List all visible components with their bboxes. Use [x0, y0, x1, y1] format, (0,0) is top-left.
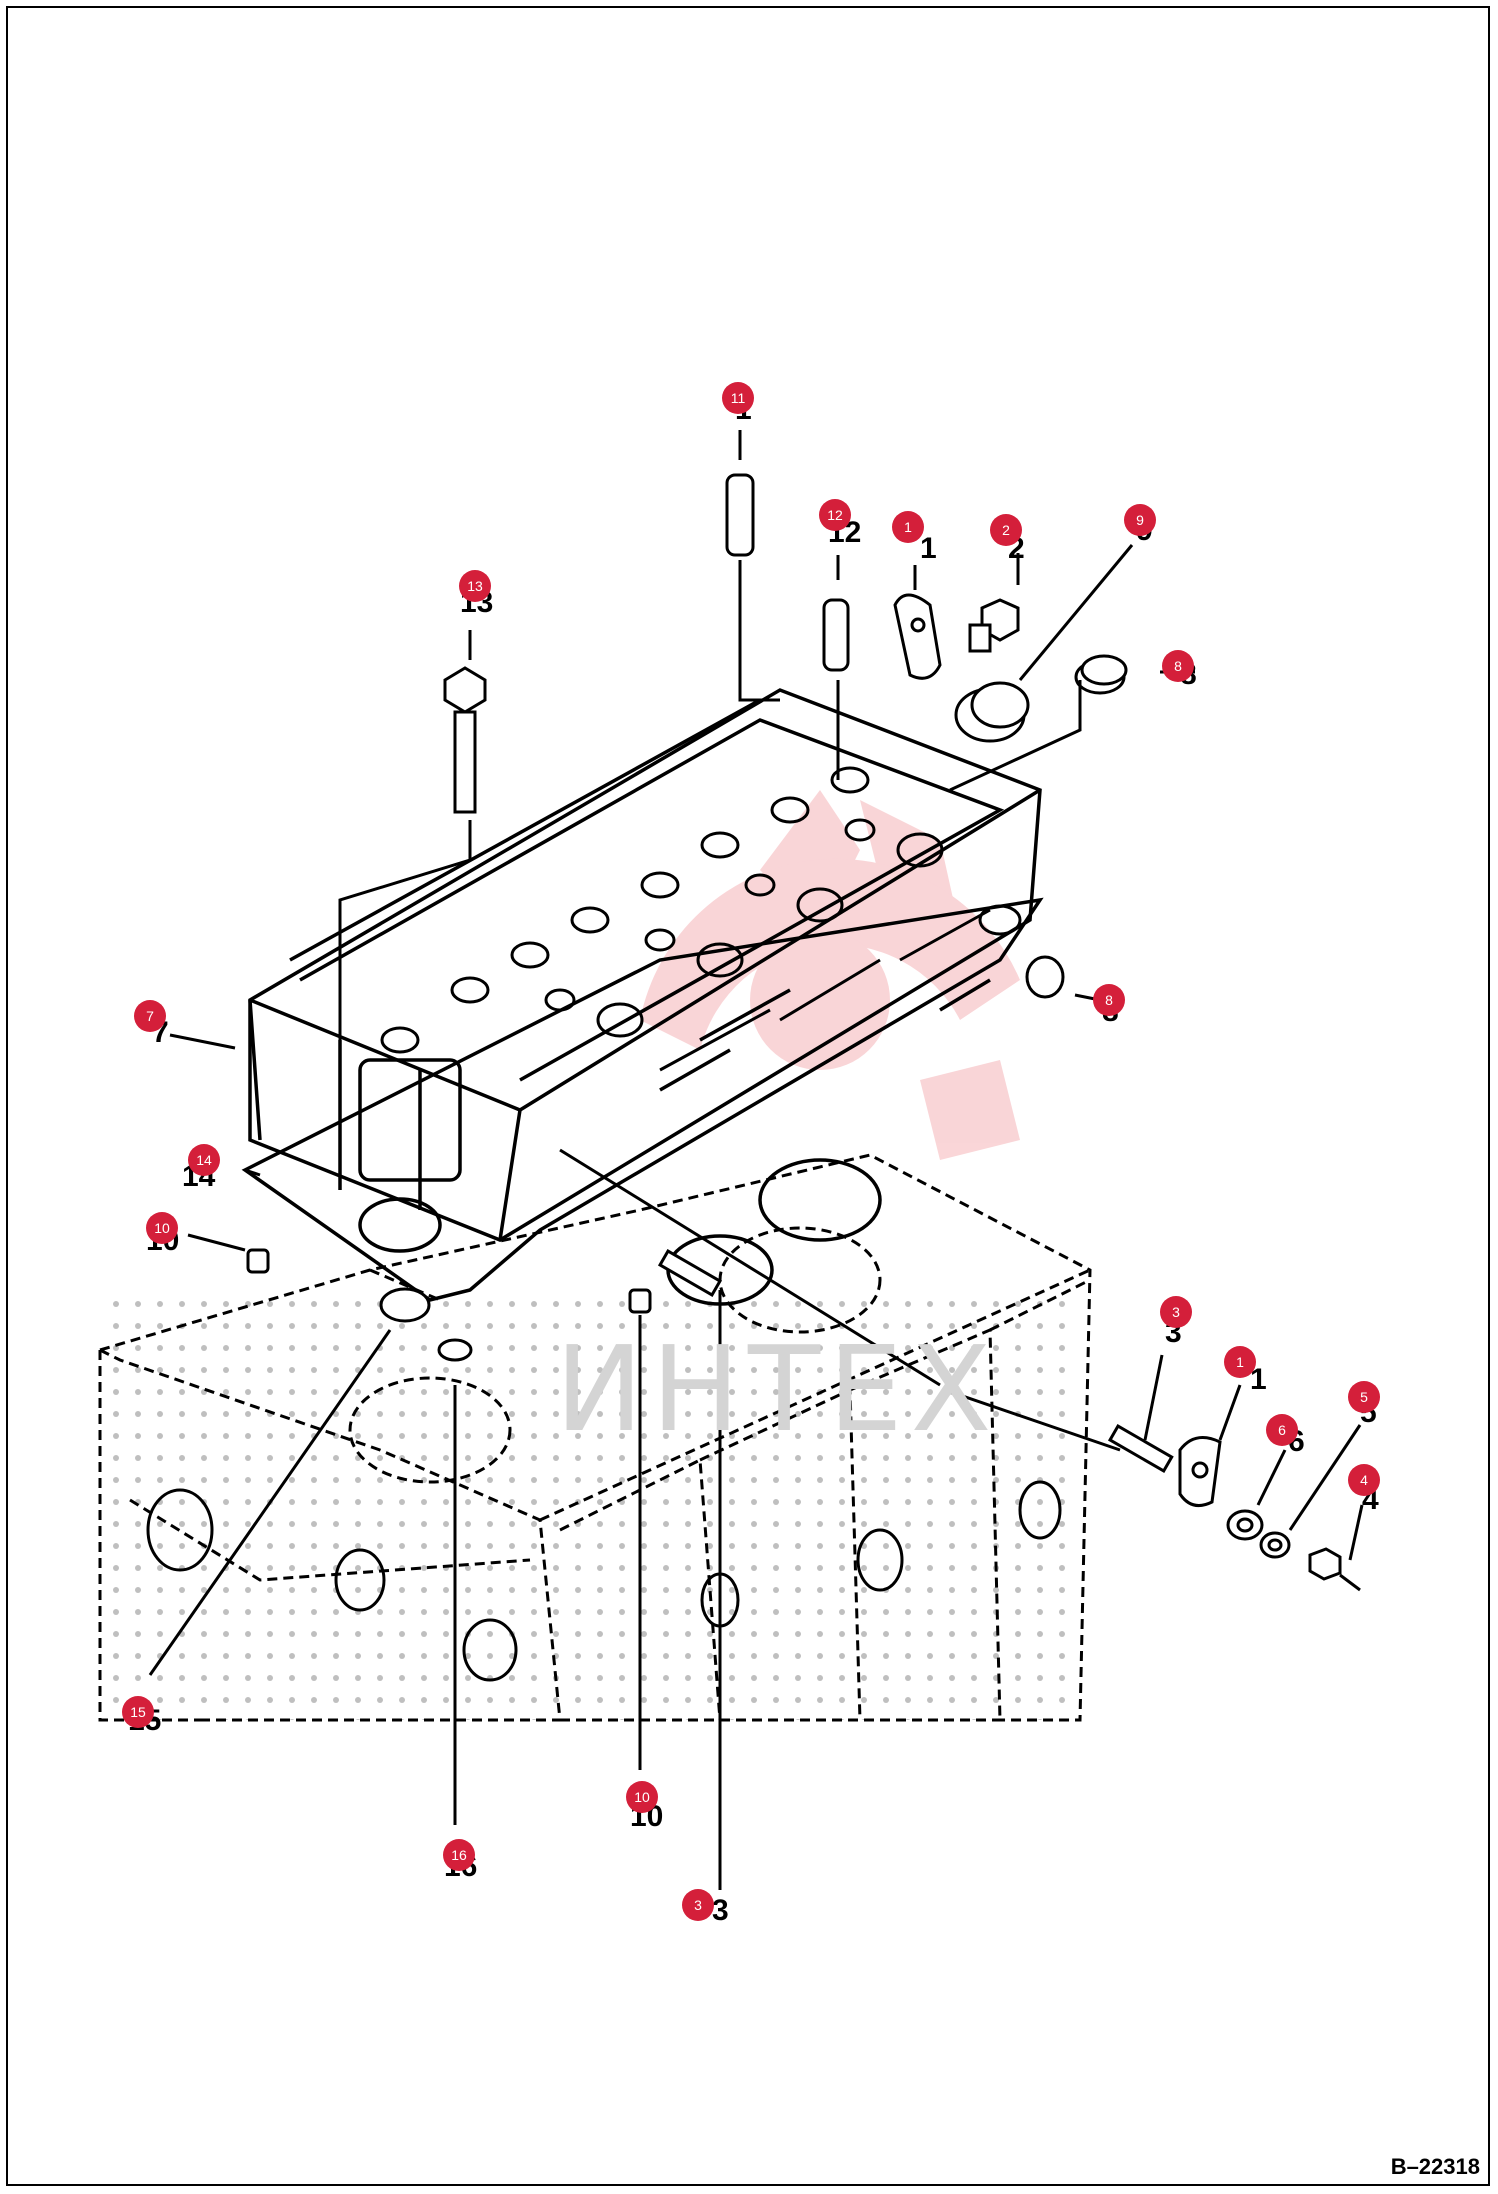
callout-11[interactable]: 11: [722, 382, 754, 414]
callout-16[interactable]: 16: [443, 1839, 475, 1871]
callout-3-right[interactable]: 3: [1160, 1296, 1192, 1328]
callout-10-bottom[interactable]: 10: [626, 1781, 658, 1813]
cylinder-head: [248, 688, 1042, 1242]
part-3-stud-mid: [657, 1249, 723, 1297]
callout-5[interactable]: 5: [1348, 1381, 1380, 1413]
logo-watermark: [640, 790, 1020, 1160]
part-5-lock-washer: [1259, 1531, 1291, 1559]
callout-9[interactable]: 9: [1124, 504, 1156, 536]
part-3-stud-right: [1107, 1424, 1174, 1473]
part-number-1-top: 1: [920, 532, 937, 565]
part-1-bracket-top: [893, 593, 942, 680]
callout-2[interactable]: 2: [990, 514, 1022, 546]
callout-12[interactable]: 12: [819, 499, 851, 531]
callout-1-right[interactable]: 1: [1224, 1346, 1256, 1378]
part-8-plug-side: [1025, 955, 1065, 999]
part-16-seal: [437, 1338, 473, 1362]
callout-7[interactable]: 7: [134, 1000, 166, 1032]
part-4-nut: [1308, 1547, 1342, 1581]
part-number-3-bottom: 3: [712, 1894, 729, 1927]
part-6-washer: [1226, 1509, 1264, 1541]
callout-10-left[interactable]: 10: [146, 1212, 178, 1244]
part-15-ring: [379, 1287, 431, 1323]
head-ports: [380, 766, 1022, 1072]
part-1-bracket-right: [1178, 1436, 1222, 1508]
part-10-plug-mid: [628, 1288, 652, 1314]
callout-13[interactable]: 13: [459, 570, 491, 602]
watermark-text: ИНТЕХ: [555, 1320, 1000, 1458]
callout-15[interactable]: 15: [122, 1696, 154, 1728]
callout-3-bottom[interactable]: 3: [682, 1889, 714, 1921]
part-12-valve-guide: [822, 598, 850, 672]
part-9-cap: [954, 681, 1030, 743]
diagram-frame: [6, 6, 1490, 2186]
part-8-plug-top: [1074, 654, 1128, 695]
callout-4[interactable]: 4: [1348, 1464, 1380, 1496]
leader-lines: [148, 430, 1364, 1890]
part-2-plug: [968, 598, 1020, 653]
callout-8-side[interactable]: 8: [1093, 984, 1125, 1016]
callout-14[interactable]: 14: [188, 1144, 220, 1176]
callout-6[interactable]: 6: [1266, 1414, 1298, 1446]
part-10-plug-left: [246, 1248, 270, 1274]
diagram-code: B–22318: [1390, 2154, 1480, 2179]
callout-1-top[interactable]: 1: [892, 511, 924, 543]
part-number-1-right: 1: [1250, 1363, 1267, 1396]
part-13-head-bolt: [443, 666, 487, 814]
callout-8-top[interactable]: 8: [1162, 650, 1194, 682]
